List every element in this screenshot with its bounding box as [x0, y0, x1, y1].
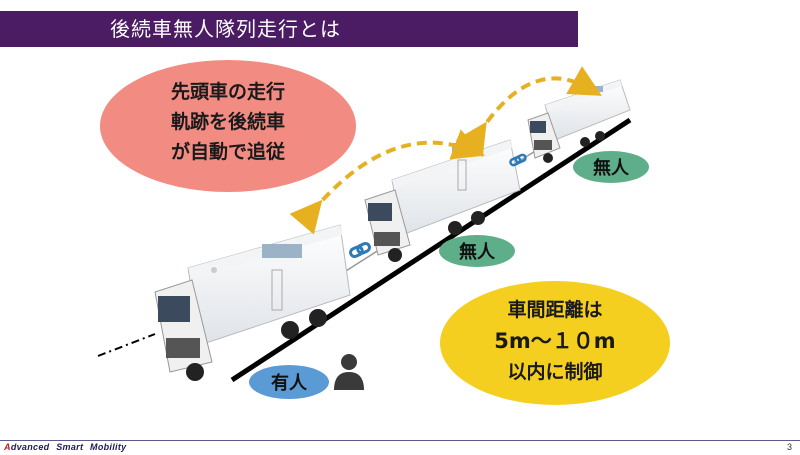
middle-truck-box: [391, 139, 521, 236]
middle-truck-wheel: [388, 248, 402, 262]
lead-truck-sensor: [262, 244, 302, 258]
footer-divider: [0, 440, 800, 441]
lead-truck-wheel: [186, 363, 204, 381]
lead-truck-box: [187, 224, 351, 346]
unmanned-middle-label-text: 無人: [459, 241, 496, 263]
middle-truck-wheel: [471, 211, 485, 225]
trajectory-arcs: [289, 66, 602, 235]
follow-callout-line: 先頭車の走行: [171, 80, 285, 103]
distance-callout-line: 以内に制御: [507, 360, 602, 383]
rear-truck-wheel: [595, 131, 605, 141]
lead-truck-wheel: [309, 309, 327, 327]
lead-truck-marker-light: [211, 267, 217, 273]
slide-title: 後続車無人隊列走行とは: [110, 17, 341, 41]
title-bar: 後続車無人隊列走行とは: [0, 11, 578, 47]
footer-brand-initial: A: [4, 442, 11, 452]
lead-truck-door: [271, 269, 283, 311]
trajectory-arc-arrow: [289, 129, 485, 235]
rear-truck-grille: [534, 140, 552, 150]
distance-callout-line: 車間距離は: [507, 298, 602, 321]
follow-callout: 先頭車の走行 軌跡を後続車 が自動で追従: [100, 60, 356, 192]
unmanned-middle-label: 無人: [439, 235, 515, 267]
footer-brand: Advanced Smart Mobility: [4, 442, 126, 452]
middle-truck-windshield: [368, 203, 392, 221]
middle-truck-wheel: [448, 221, 462, 235]
follow-callout-bubble: [100, 60, 356, 192]
lead-truck: [154, 224, 351, 381]
follow-callout-line: が自動で追従: [171, 140, 285, 163]
follow-callout-line: 軌跡を後続車: [171, 110, 285, 133]
rear-truck-wheel: [580, 137, 590, 147]
lead-truck-windshield: [158, 296, 190, 322]
unmanned-rear-label-text: 無人: [593, 157, 630, 179]
road-edge: [230, 117, 632, 383]
driver-person-icon: [334, 354, 364, 390]
lead-truck-grille: [166, 338, 200, 358]
lead-truck-wheel: [281, 321, 299, 339]
chain-link-icon: [349, 241, 371, 259]
page-number: 3: [786, 442, 792, 452]
trajectory-arc-arrow: [455, 66, 602, 158]
manned-label: 有人: [249, 365, 329, 399]
road-dashed-line: [97, 333, 156, 357]
footer-brand-rest: dvanced Smart Mobility: [10, 442, 127, 452]
unmanned-rear-label: 無人: [573, 151, 649, 183]
distance-callout-line: 5m～１０m: [494, 329, 615, 353]
manned-label-text: 有人: [271, 372, 308, 394]
distance-callout-bubble: [440, 281, 670, 405]
rear-truck-windshield: [530, 121, 546, 133]
distance-callout: 車間距離は 5m～１０m 以内に制御: [440, 281, 670, 405]
rear-truck-wheel: [543, 153, 553, 163]
middle-truck-grille: [374, 232, 400, 246]
